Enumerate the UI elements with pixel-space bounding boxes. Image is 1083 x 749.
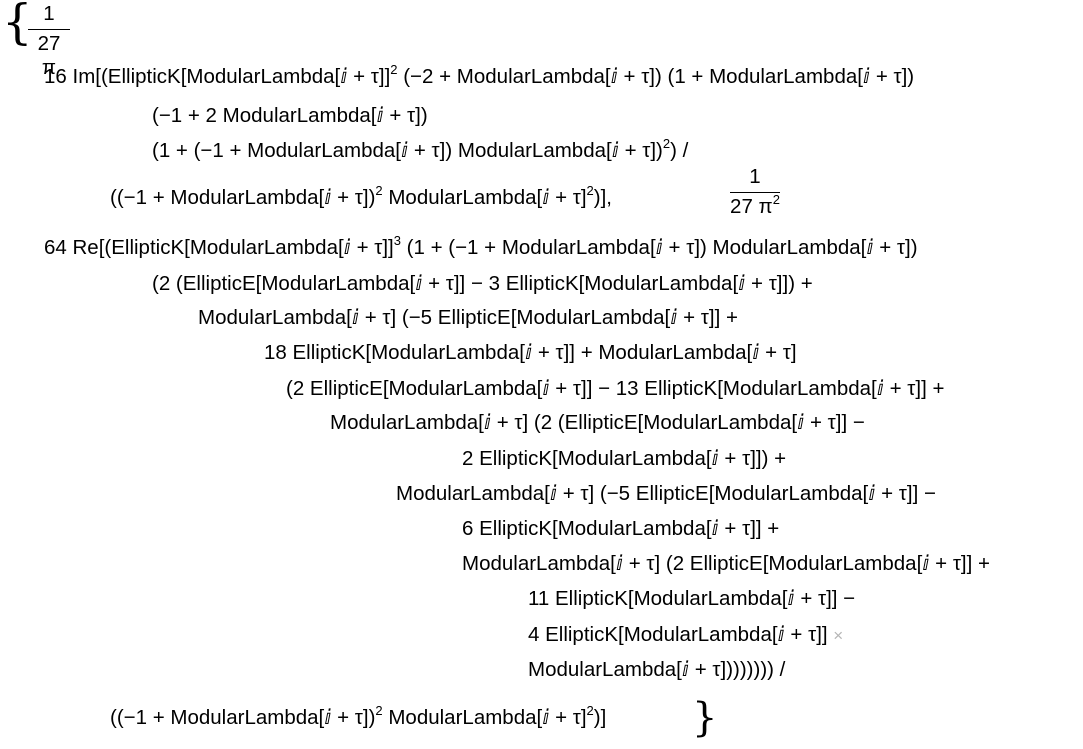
expr-line-14: ModularLambda[ⅈ + τ] (2 EllipticE[Modula…	[462, 552, 990, 575]
expr-line-11: 2 EllipticK[ModularLambda[ⅈ + τ]]) +	[462, 447, 787, 470]
expr-text: 64 Re[(EllipticK[ModularLambda[ⅈ + τ]]	[44, 236, 394, 259]
exponent: 2	[375, 703, 383, 718]
exponent: 2	[390, 62, 398, 77]
fraction-1-over-27pi: 1 27 π	[28, 2, 70, 80]
exponent: 2	[586, 703, 594, 718]
expr-text: (1 + (−1 + ModularLambda[ⅈ + τ]) Modular…	[400, 236, 918, 259]
expr-text: ((−1 + ModularLambda[ⅈ + τ])	[110, 706, 376, 729]
exponent: 2	[662, 136, 671, 151]
exponent: 2	[772, 192, 780, 207]
expr-line-1: 16 Im[(EllipticK[ModularLambda[ⅈ + τ]]2 …	[44, 62, 915, 89]
expr-text: )],	[593, 186, 612, 209]
fraction-numerator: 1	[43, 2, 55, 25]
exponent: 2	[375, 183, 383, 198]
expr-text: ) /	[670, 139, 689, 162]
expr-line-9: (2 EllipticE[ModularLambda[ⅈ + τ]] − 13 …	[286, 377, 945, 400]
expr-line-15: 11 EllipticK[ModularLambda[ⅈ + τ]] −	[528, 587, 856, 610]
expr-line-12: ModularLambda[ⅈ + τ] (−5 EllipticE[Modul…	[396, 482, 936, 505]
fraction-denominator: 27 π2	[730, 192, 780, 219]
expr-line-17: ModularLambda[ⅈ + τ]))))))) /	[528, 658, 786, 681]
exponent: 2	[586, 183, 594, 198]
multiplication-cross-icon: ×	[833, 626, 844, 645]
expr-text: )]	[593, 706, 607, 729]
expr-line-4: ((−1 + ModularLambda[ⅈ + τ])2 ModularLam…	[110, 183, 612, 210]
expr-line-18: ((−1 + ModularLambda[ⅈ + τ])2 ModularLam…	[110, 703, 607, 730]
expr-text: 4 EllipticK[ModularLambda[ⅈ + τ]]	[528, 623, 828, 646]
fraction-denominator: 27 π	[37, 32, 61, 79]
den-text: 27 π	[730, 195, 773, 218]
expr-line-3: (1 + (−1 + ModularLambda[ⅈ + τ]) Modular…	[152, 136, 689, 163]
fraction-bar	[28, 29, 70, 30]
expr-text: (1 + (−1 + ModularLambda[ⅈ + τ]) Modular…	[152, 139, 663, 162]
expr-line-16: 4 EllipticK[ModularLambda[ⅈ + τ]] ×	[528, 623, 843, 648]
expr-text: ((−1 + ModularLambda[ⅈ + τ])	[110, 186, 376, 209]
expr-line-5: 64 Re[(EllipticK[ModularLambda[ⅈ + τ]]3 …	[44, 233, 918, 260]
open-brace: {	[2, 0, 33, 50]
exponent: 3	[393, 233, 401, 248]
expr-text: ModularLambda[ⅈ + τ]	[382, 706, 587, 729]
expr-line-8: 18 EllipticK[ModularLambda[ⅈ + τ]] + Mod…	[264, 341, 797, 364]
expr-line-13: 6 EllipticK[ModularLambda[ⅈ + τ]] +	[462, 517, 780, 540]
close-brace: }	[692, 695, 718, 741]
expr-line-10: ModularLambda[ⅈ + τ] (2 (EllipticE[Modul…	[330, 411, 865, 434]
expr-line-6: (2 (EllipticE[ModularLambda[ⅈ + τ]] − 3 …	[152, 272, 813, 295]
fraction-1-over-27pi-squared: 1 27 π2	[730, 165, 780, 219]
expr-text: 16 Im[(EllipticK[ModularLambda[ⅈ + τ]]	[44, 65, 391, 88]
fraction-bar	[730, 192, 780, 193]
expr-text: ModularLambda[ⅈ + τ]	[382, 186, 587, 209]
expr-text: (−2 + ModularLambda[ⅈ + τ]) (1 + Modular…	[397, 65, 915, 88]
fraction-numerator: 1	[749, 165, 761, 188]
expr-line-2: (−1 + 2 ModularLambda[ⅈ + τ])	[152, 104, 428, 127]
expr-line-7: ModularLambda[ⅈ + τ] (−5 EllipticE[Modul…	[198, 306, 738, 329]
